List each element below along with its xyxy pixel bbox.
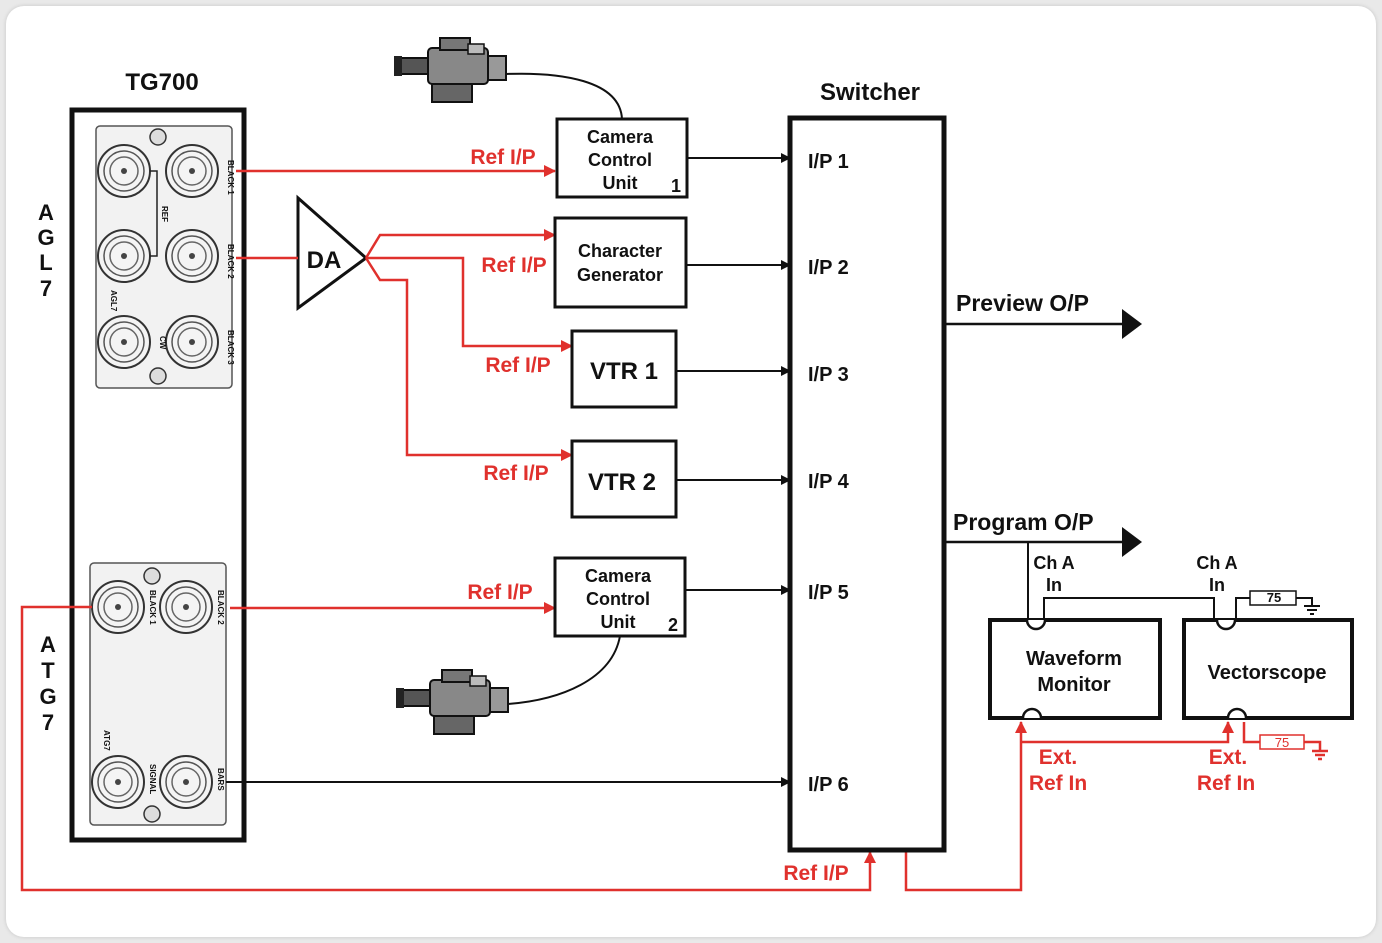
da-label: DA xyxy=(307,247,342,274)
preview-output-label: Preview O/P xyxy=(956,290,1089,316)
svg-text:Vectorscope: Vectorscope xyxy=(1208,662,1327,684)
atg7-bars-label: BARS xyxy=(216,768,225,791)
svg-text:Control: Control xyxy=(588,150,652,170)
atg7-module: BLACK 1 BLACK 2 SIGNAL BARS ATG7 xyxy=(89,562,227,826)
svg-text:Waveform: Waveform xyxy=(1026,648,1122,670)
agl7-connector-2 xyxy=(97,229,151,283)
switcher-title: Switcher xyxy=(820,79,920,106)
svg-text:1: 1 xyxy=(671,176,681,196)
switcher: Switcher I/P 1 I/P 2 I/P 3 I/P 4 I/P 5 I… xyxy=(787,79,947,853)
tg700-title: TG700 xyxy=(125,69,198,96)
agl7-black2-connector xyxy=(165,229,219,283)
svg-text:G: G xyxy=(39,684,56,709)
ref-labels: Ref I/P Ref I/P Ref I/P Ref I/P Ref I/P … xyxy=(467,146,848,885)
reference-lines xyxy=(20,165,1328,892)
agl7-module-label: AGL7 xyxy=(109,290,118,312)
svg-text:A: A xyxy=(40,632,56,657)
atg7-module-label: ATG7 xyxy=(102,730,111,751)
camera-2-icon xyxy=(395,669,509,735)
svg-text:7: 7 xyxy=(40,276,52,301)
atg7-black1-label: BLACK 1 xyxy=(148,590,157,625)
agl7-black1-connector xyxy=(165,144,219,198)
agl7-black1-label: BLACK 1 xyxy=(226,160,235,195)
ref-ip-label-switcher: Ref I/P xyxy=(783,862,848,885)
ref-ip-label-chargen: Ref I/P xyxy=(481,254,546,277)
switcher-input-3: I/P 3 xyxy=(808,364,849,386)
svg-text:Monitor: Monitor xyxy=(1037,674,1111,696)
atg7-black2-label: BLACK 2 xyxy=(216,590,225,625)
camera-1-icon xyxy=(393,37,507,103)
svg-text:Generator: Generator xyxy=(577,265,663,285)
signal-lines xyxy=(226,153,1320,787)
ref-ip-label-ccu1: Ref I/P xyxy=(470,146,535,169)
agl7-ref-label: REF xyxy=(160,206,169,222)
svg-text:In: In xyxy=(1209,575,1225,595)
svg-text:VTR 2: VTR 2 xyxy=(588,469,656,496)
agl7-module: BLACK 1 BLACK 2 BLACK 3 REF CW AGL7 xyxy=(95,125,235,389)
atg7-side-label: A T G 7 xyxy=(39,632,56,735)
atg7-signal-connector xyxy=(91,755,145,809)
vectorscope: Vectorscope xyxy=(1182,618,1354,720)
agl7-side-label: A G L 7 xyxy=(37,200,54,301)
svg-text:A: A xyxy=(38,200,54,225)
vectorscope-cha-label: Ch A In xyxy=(1196,553,1237,595)
agl7-black3-connector xyxy=(165,315,219,369)
svg-text:In: In xyxy=(1046,575,1062,595)
atg7-black2-connector xyxy=(159,580,213,634)
svg-text:Character: Character xyxy=(578,241,662,261)
agl7-cw-label: CW xyxy=(158,336,167,350)
vtr-2: VTR 2 xyxy=(570,439,678,519)
switcher-input-6: I/P 6 xyxy=(808,774,849,796)
svg-text:Control: Control xyxy=(586,589,650,609)
agl7-connector-1 xyxy=(97,144,151,198)
program-output-label: Program O/P xyxy=(953,509,1094,535)
svg-text:Ch A: Ch A xyxy=(1196,553,1237,573)
switcher-input-2: I/P 2 xyxy=(808,257,849,279)
vectorscope-cha-termination: 75 xyxy=(1267,590,1281,605)
svg-text:2: 2 xyxy=(668,615,678,635)
camera-1-cable xyxy=(505,72,623,120)
svg-text:Unit: Unit xyxy=(601,612,636,632)
agl7-black3-label: BLACK 3 xyxy=(226,330,235,365)
svg-text:Camera: Camera xyxy=(587,127,654,147)
waveform-monitor: Waveform Monitor xyxy=(988,618,1162,720)
switcher-input-4: I/P 4 xyxy=(808,471,850,493)
character-generator: Character Generator xyxy=(553,216,688,309)
svg-text:G: G xyxy=(37,225,54,250)
waveform-cha-label: Ch A In xyxy=(1033,553,1074,595)
atg7-bars-connector xyxy=(159,755,213,809)
waveform-ext-ref-label: Ext. Ref In xyxy=(1029,746,1087,795)
camera-2-cable xyxy=(507,635,621,705)
vectorscope-ext-ref-label: Ext. Ref In xyxy=(1197,746,1255,795)
agl7-black2-label: BLACK 2 xyxy=(226,244,235,279)
distribution-amplifier: DA xyxy=(296,194,369,311)
vectorscope-ext-termination: 75 xyxy=(1275,735,1289,750)
svg-text:L: L xyxy=(39,250,52,275)
ref-ip-label-vtr1: Ref I/P xyxy=(485,354,550,377)
svg-text:Ref In: Ref In xyxy=(1197,772,1255,795)
camera-control-unit-2: Camera Control Unit 2 xyxy=(553,556,687,638)
tg700-frame: TG700 BLACK 1 BLACK 2 BLACK 3 REF CW AGL… xyxy=(37,69,247,843)
ref-ip-label-vtr2: Ref I/P xyxy=(483,462,548,485)
svg-text:Ext.: Ext. xyxy=(1039,746,1078,769)
svg-text:Ch A: Ch A xyxy=(1033,553,1074,573)
svg-text:Ref In: Ref In xyxy=(1029,772,1087,795)
svg-text:VTR 1: VTR 1 xyxy=(590,358,658,385)
vtr-1: VTR 1 xyxy=(570,329,678,409)
svg-text:Camera: Camera xyxy=(585,566,652,586)
ref-ip-label-ccu2: Ref I/P xyxy=(467,581,532,604)
atg7-signal-label: SIGNAL xyxy=(148,764,157,794)
svg-text:T: T xyxy=(41,658,55,683)
switcher-input-1: I/P 1 xyxy=(808,151,849,173)
svg-text:Unit: Unit xyxy=(603,173,638,193)
svg-text:Ext.: Ext. xyxy=(1209,746,1248,769)
switcher-input-5: I/P 5 xyxy=(808,582,849,604)
atg7-black1-connector xyxy=(91,580,145,634)
svg-text:7: 7 xyxy=(42,710,54,735)
camera-control-unit-1: Camera Control Unit 1 xyxy=(555,117,689,199)
agl7-connector-3 xyxy=(97,315,151,369)
